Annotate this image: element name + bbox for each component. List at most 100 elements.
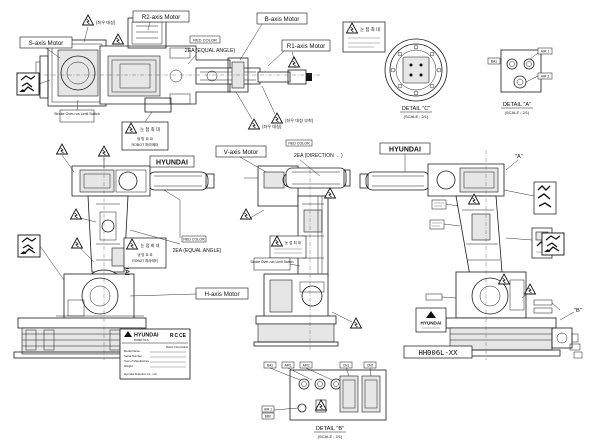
warning-triangle-icon bbox=[271, 112, 283, 124]
v-axis-motor-label: V-axis Motor bbox=[224, 149, 258, 156]
hyundai-logo-box-left: HYUNDAI bbox=[149, 155, 195, 168]
hyundai-plate-text: HYUNDAI bbox=[421, 321, 442, 326]
limit-switch-note-mid: Stroke Over-run Limit Switch bbox=[250, 260, 293, 264]
note-equal-angle-left: RED COLOR 2EA (EQUAL ANGLE) bbox=[129, 189, 222, 254]
warning-title-top: 눈 접 최 대 bbox=[140, 126, 160, 133]
side-view-robot-mid bbox=[244, 165, 351, 350]
korean-note-3: (좌우 대칭 부착) bbox=[285, 117, 314, 124]
connector-a-ba1: BA1 bbox=[491, 60, 498, 64]
warning-triangle-icon bbox=[71, 237, 83, 249]
warning-title-c: 눈 접 최 대 bbox=[360, 26, 380, 33]
warning-triangle-icon bbox=[56, 143, 68, 155]
warning-triangle-icon bbox=[82, 14, 94, 26]
callout-r1-axis: R1-axis Motor bbox=[267, 39, 331, 67]
nameplate-logo: HYUNDAI bbox=[134, 333, 159, 339]
note-direction: RED COLOR 2EA (DIRECTION ←) bbox=[285, 139, 343, 177]
direction-note: 2EA (DIRECTION bbox=[294, 153, 334, 159]
warning-triangle-icon bbox=[350, 317, 362, 329]
detail-b: BA1 AIR1 AIR2 CN1 CN2 AIR 1 BRK DETAIL "… bbox=[261, 361, 387, 439]
detail-b-tags: BA1 AIR1 AIR2 CN1 CN2 AIR 1 BRK bbox=[261, 361, 377, 420]
warning-label-top: 눈 접 최 대 냉 방 요 요 ROBOT 퍼라메터 bbox=[121, 111, 169, 151]
detail-a: AIR 1 AIR 2 BA1 DETAIL "A" (SCALE : 2/1) bbox=[487, 47, 553, 115]
red-color-tag-mid: RED COLOR bbox=[288, 142, 310, 146]
korean-note-2: (좌우 대칭) bbox=[262, 123, 282, 130]
warning-triangle-icon bbox=[98, 145, 110, 157]
r2-axis-motor-label: R2-axis Motor bbox=[142, 14, 181, 21]
nameplate-row: Model Name bbox=[124, 349, 140, 353]
side-view-robot-left: HYUNDAI bbox=[13, 150, 215, 360]
marker-b: "B" bbox=[574, 308, 582, 314]
connector-b-cn1: CN1 bbox=[343, 364, 350, 368]
korean-note-1: (좌우 대칭) bbox=[96, 19, 116, 26]
warning-triangle-icon bbox=[70, 208, 82, 220]
hazard-sign-icon bbox=[541, 232, 565, 256]
warning-line2-top: ROBOT 퍼라메터 bbox=[132, 142, 159, 147]
nameplate-sub: ROBOTICS bbox=[134, 338, 149, 342]
detail-b-title: DETAIL "B" bbox=[316, 426, 344, 432]
connector-a-air1: AIR 1 bbox=[541, 50, 550, 54]
hyundai-plate-right: HYUNDAI bbox=[415, 307, 447, 333]
limit-switch-note-top: Stroke Over-run Limit Switch bbox=[54, 112, 100, 116]
top-view-robot bbox=[28, 17, 320, 113]
detail-c: 눈 접 최 대 DETAIL "C" (SCALE : 2/1) bbox=[342, 21, 448, 119]
limit-switch-callout-mid: Stroke Over-run Limit Switch bbox=[250, 257, 301, 271]
s-axis-motor-label: S-axis Motor bbox=[29, 40, 64, 47]
detail-c-title: DETAIL "C" bbox=[402, 106, 431, 112]
warning-label-mid: 눈 접 최 대 bbox=[269, 235, 307, 259]
nameplate-row: Year of Manufacture bbox=[124, 359, 150, 363]
b-axis-motor-label: B-axis Motor bbox=[265, 16, 300, 23]
hyundai-logo-text-left: HYUNDAI bbox=[156, 160, 188, 167]
nameplate-header: Robot Information bbox=[166, 345, 189, 349]
warning-label-left: 눈 접 최 대 냉 방 요 요 ROBOT 퍼라메터 bbox=[123, 237, 167, 269]
nameplate-cert-marks: R C CE bbox=[170, 333, 187, 339]
connector-b-cn2: CN2 bbox=[367, 364, 374, 368]
connector-b-brk: BRK bbox=[265, 415, 272, 419]
warning-line1-left: 냉 방 요 요 bbox=[137, 252, 152, 257]
connector-b-air2: AIR2 bbox=[302, 364, 309, 368]
detail-c-scale: (SCALE : 2/1) bbox=[404, 114, 429, 119]
side-view-robot-right: HYUNDAI bbox=[359, 142, 583, 360]
connector-a-air2: AIR 2 bbox=[541, 75, 550, 79]
limit-switch-callout-top: Stroke Over-run Limit Switch bbox=[54, 99, 100, 123]
callout-v-axis: V-axis Motor bbox=[215, 145, 267, 173]
detail-a-scale: (SCALE : 2/1) bbox=[505, 110, 530, 115]
marker-a: "A" bbox=[515, 154, 523, 160]
warning-title-left: 눈 접 최 대 bbox=[141, 242, 160, 249]
equal-angle-note-left: 2EA (EQUAL ANGLE) bbox=[173, 248, 222, 254]
h-axis-motor-label: H-axis Motor bbox=[204, 291, 239, 298]
model-number: HH006L-XX bbox=[419, 348, 459, 357]
warning-line2-left: ROBOT 퍼라메터 bbox=[132, 258, 157, 263]
hazard-sign-icon bbox=[16, 72, 40, 96]
equal-angle-note-top: 2EA (EQUAL ANGLE) bbox=[185, 48, 236, 54]
warning-triangle-icon bbox=[324, 187, 336, 199]
connector-b-air-1: AIR 1 bbox=[264, 408, 272, 412]
callout-s-axis: S-axis Motor bbox=[19, 36, 73, 59]
hazard-sign-icon bbox=[17, 234, 41, 258]
warning-triangle-icon bbox=[112, 33, 124, 45]
warning-title-mid: 눈 접 최 대 bbox=[285, 240, 301, 245]
warning-line1-top: 냉 방 요 요 bbox=[137, 136, 154, 141]
warning-triangle-icon bbox=[248, 118, 260, 130]
callout-h-axis: H-axis Motor bbox=[129, 287, 249, 300]
detail-b-scale: (SCALE : 2/1) bbox=[318, 434, 343, 439]
warning-triangle-icon bbox=[240, 208, 252, 220]
red-color-tag-top: RED COLOR bbox=[193, 38, 217, 43]
note-equal-angle-top: RED COLOR 2EA (EQUAL ANGLE) bbox=[185, 35, 236, 65]
nameplate-row: Weight bbox=[124, 364, 133, 368]
callout-r2-axis: R2-axis Motor bbox=[132, 10, 190, 31]
nameplate-row: Hyundai Robotics Co., Ltd. bbox=[124, 372, 157, 376]
hyundai-logo-text-right: HYUNDAI bbox=[389, 147, 421, 154]
connector-b-ba1: BA1 bbox=[267, 364, 273, 368]
r1-axis-motor-label: R1-axis Motor bbox=[287, 43, 326, 50]
connector-b-air1: AIR1 bbox=[284, 364, 291, 368]
nameplate-row: Serial Number bbox=[124, 354, 142, 358]
direction-mark: ←) bbox=[336, 153, 343, 159]
detail-a-title: DETAIL "A" bbox=[503, 102, 531, 108]
red-color-tag-left: RED COLOR bbox=[183, 238, 205, 242]
small-tags-right bbox=[425, 293, 561, 314]
nameplate: HYUNDAI ROBOTICS R C CE Robot Informatio… bbox=[119, 328, 191, 380]
callout-b-axis: B-axis Motor bbox=[239, 12, 308, 61]
model-plate: HH006L-XX bbox=[403, 345, 473, 359]
